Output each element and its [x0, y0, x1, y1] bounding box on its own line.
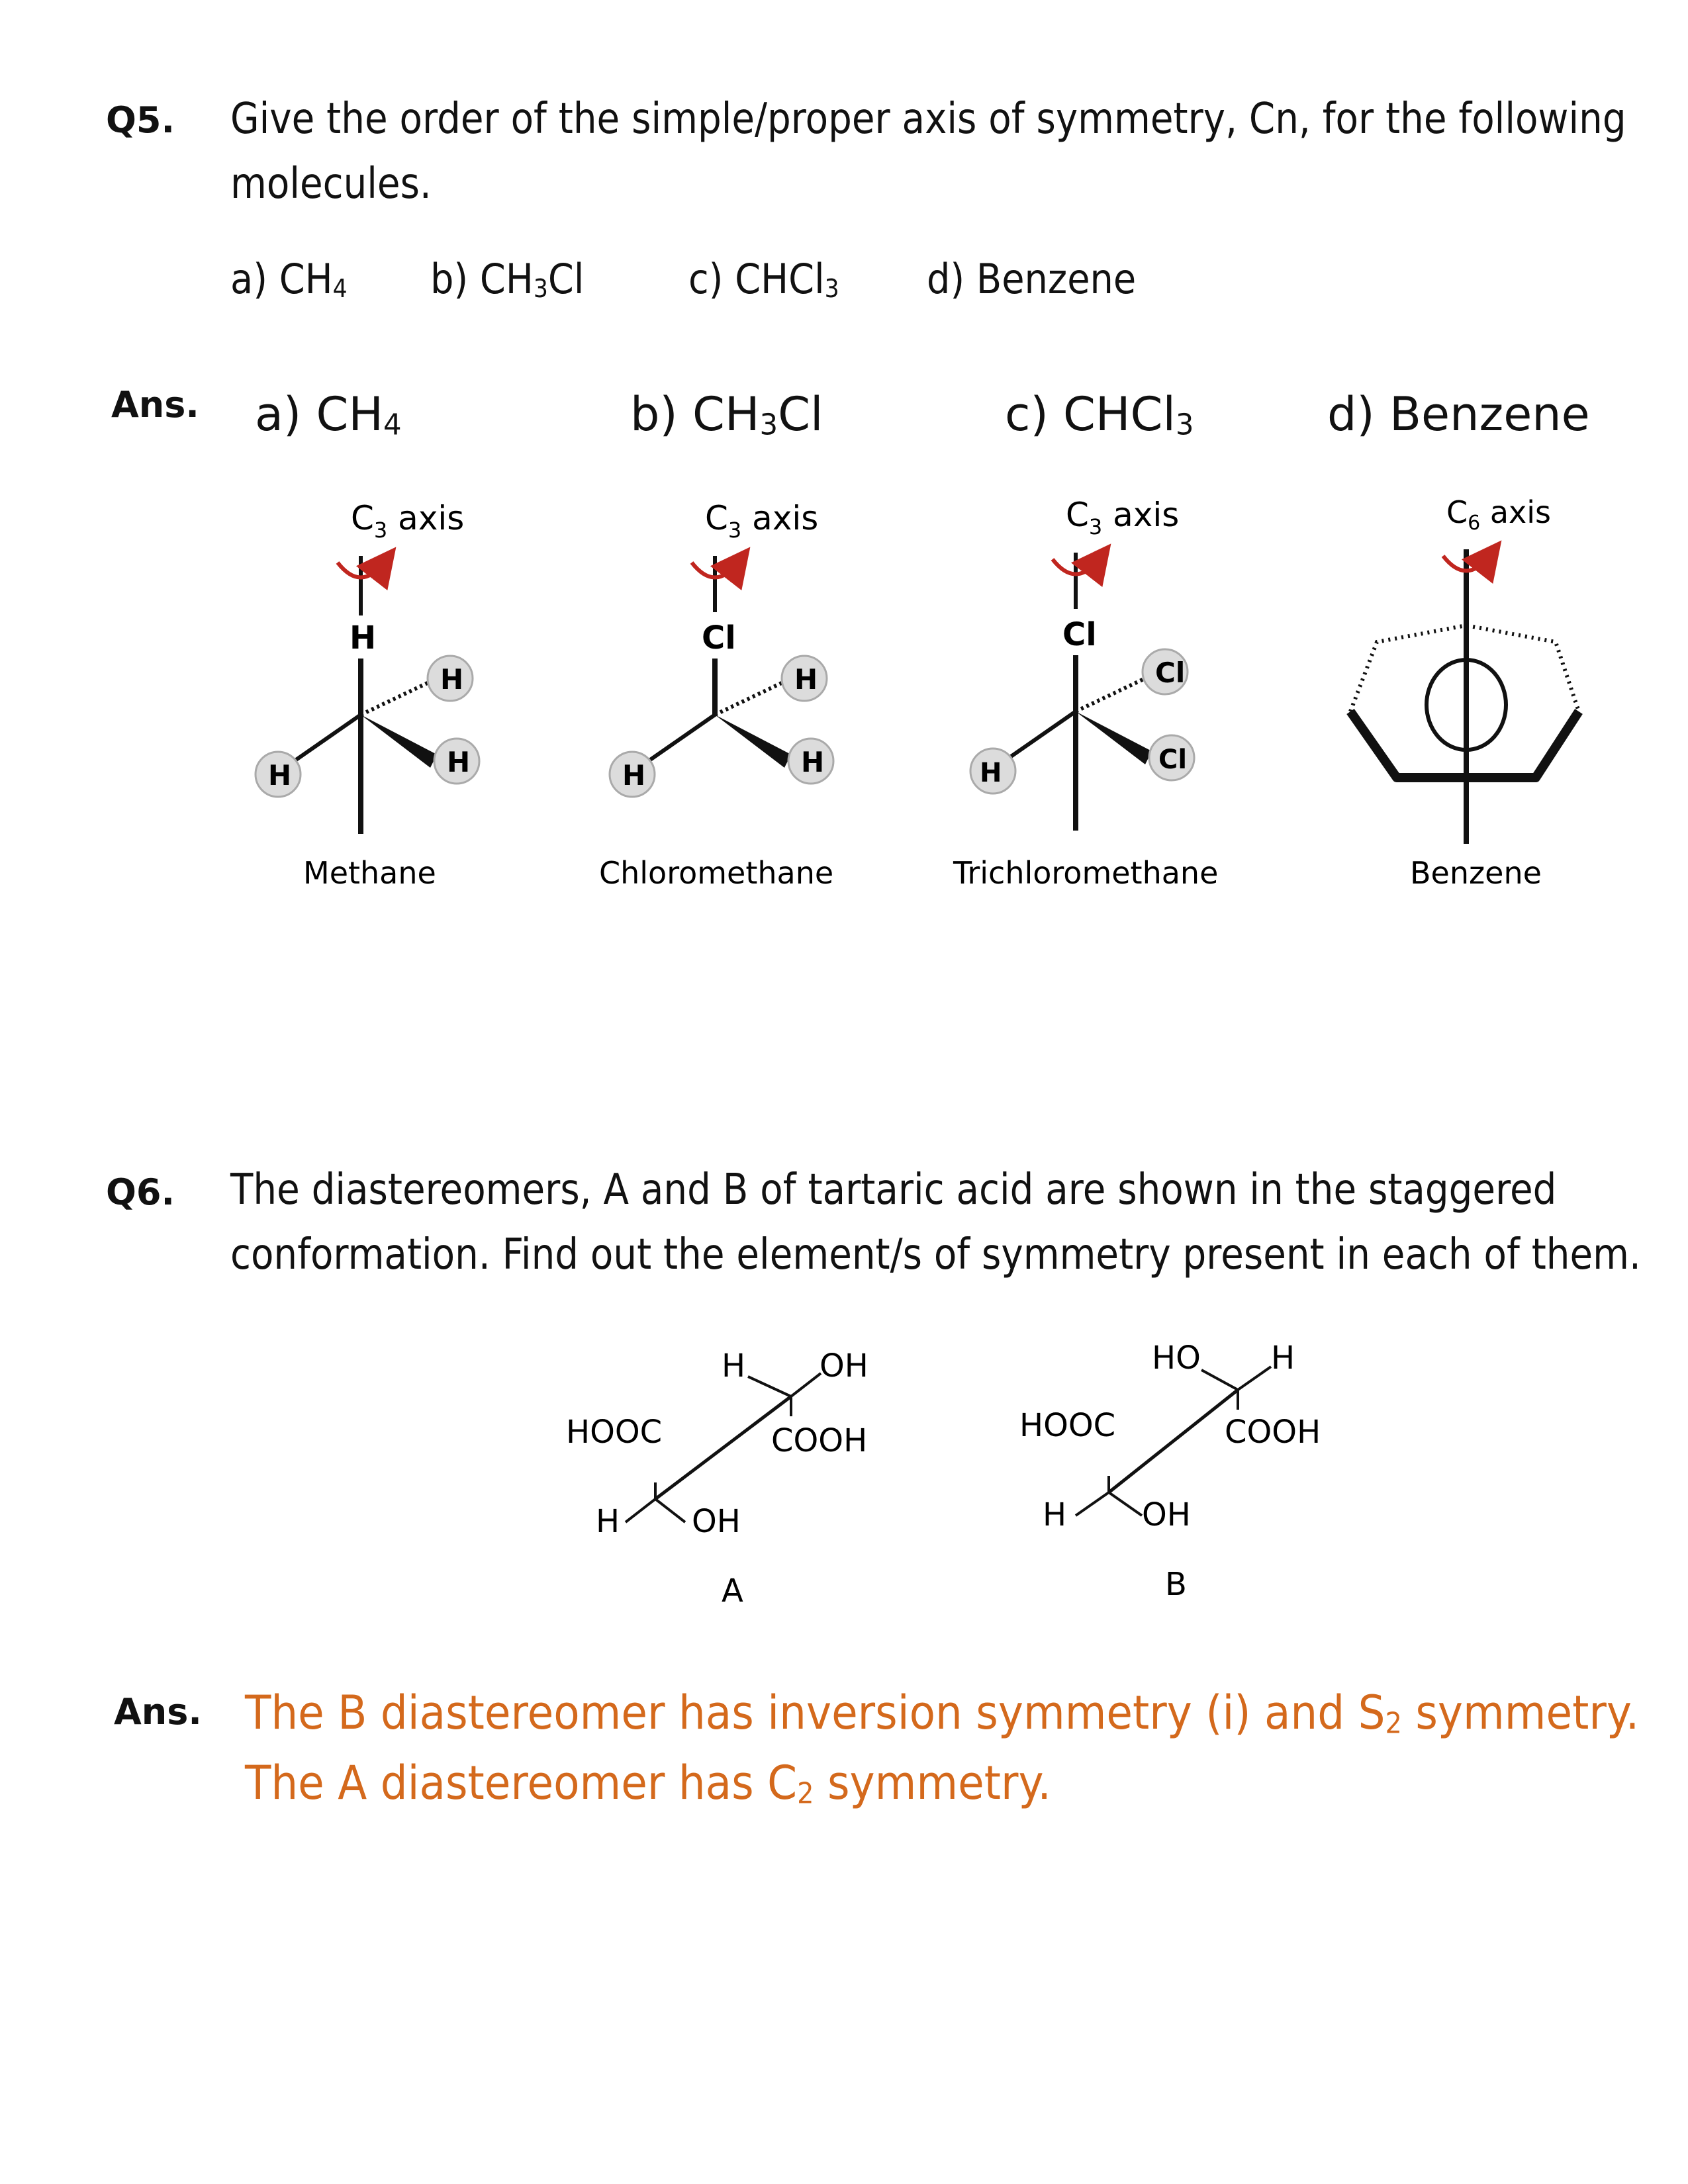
structure-b-bottom-right: OH	[1142, 1496, 1191, 1533]
structure-a-bottom-left: H	[596, 1503, 620, 1540]
chloromethane-diagram: C3 axis Cl H H H	[608, 499, 835, 798]
chloromethane-top-atom: Cl	[702, 619, 736, 657]
benzene-name: Benzene	[1410, 855, 1542, 891]
methane-diagram: C3 axis H H H H	[254, 499, 481, 834]
structure-a-front-left: HOOC	[566, 1414, 662, 1451]
q5-option-a: a) CH4	[230, 255, 348, 304]
trichloromethane-diagram: C3 axis Cl H Cl Cl	[969, 496, 1196, 831]
methane-atom-back	[426, 655, 474, 702]
chloromethane-bond-wedge	[715, 715, 791, 768]
trichloromethane-atom-left-label: H	[980, 758, 1002, 788]
methane-atom-left-label: H	[268, 759, 291, 792]
methane-atom-front	[433, 737, 481, 785]
ans5-option-d: d) Benzene	[1327, 387, 1590, 441]
methane-atom-front-label: H	[447, 746, 470, 778]
q6-number: Q6.	[106, 1171, 175, 1213]
chloromethane-axis-label: C3 axis	[705, 499, 818, 543]
structure-a-bond-top-right	[790, 1372, 822, 1398]
structure-a: H OH COOH HOOC H OH A	[566, 1347, 868, 1610]
chloromethane-atom-back	[780, 655, 828, 702]
ans6-line1: The B diastereomer has inversion symmetr…	[245, 1686, 1640, 1741]
structure-a-back-sub: COOH	[771, 1422, 867, 1459]
q5-text-line1: Give the order of the simple/proper axis…	[230, 95, 1626, 144]
benzene-axis-label: C6 axis	[1446, 494, 1551, 535]
methane-top-atom: H	[350, 619, 376, 657]
trichloromethane-atom-front-label: Cl	[1158, 745, 1187, 775]
structure-a-top-right: OH	[820, 1347, 868, 1385]
methane-atom-left	[254, 751, 302, 798]
trichloromethane-name: Trichloromethane	[953, 855, 1218, 891]
methane-rotation-arrow-icon	[336, 547, 397, 591]
trichloromethane-rotation-arrow-icon	[1051, 543, 1111, 588]
trichloromethane-atom-left	[969, 747, 1017, 795]
molecule-diagrams: C3 axis H H H H C3 axis Cl H H H C3 axis	[254, 494, 1583, 891]
trichloromethane-atom-back-label: Cl	[1155, 657, 1185, 689]
structure-a-top-left: H	[722, 1347, 745, 1385]
q5-option-c: c) CHCl3	[688, 255, 839, 304]
structure-b-top-right: H	[1271, 1340, 1295, 1377]
chloromethane-bond-dashed	[714, 680, 786, 717]
chloromethane-atom-front	[787, 737, 835, 785]
chloromethane-atom-back-label: H	[794, 663, 818, 696]
trichloromethane-top-atom: Cl	[1062, 616, 1097, 653]
ans5-option-b: b) CH3Cl	[630, 387, 823, 442]
structure-b-bond-top-right	[1237, 1365, 1272, 1391]
trichloromethane-atom-front	[1148, 734, 1196, 782]
q5-text-line2: molecules.	[230, 159, 432, 208]
q6-text-line2: conformation. Find out the element/s of …	[230, 1230, 1641, 1279]
benzene-ring-front-edges	[1346, 708, 1583, 782]
structure-b-bond-top-left	[1201, 1369, 1239, 1391]
structure-b-c-c-bond	[1107, 1388, 1239, 1494]
chloromethane-rotation-arrow-icon	[690, 547, 751, 591]
benzene-diagram: C6 axis	[1346, 494, 1583, 844]
structure-a-label: A	[722, 1572, 743, 1610]
chloromethane-atom-front-label: H	[801, 746, 824, 778]
ans5-option-a: a) CH4	[255, 387, 402, 442]
q5-option-d: d) Benzene	[927, 255, 1137, 303]
benzene-rotation-arrow-icon	[1441, 540, 1502, 584]
methane-atom-back-label: H	[440, 663, 463, 696]
structure-b-bond-bottom-left	[1074, 1491, 1110, 1517]
ans5-label: Ans.	[111, 384, 199, 426]
structure-a-bond-top-left	[747, 1375, 792, 1398]
structure-a-bottom-right: OH	[692, 1503, 741, 1540]
structure-b-front-left: HOOC	[1019, 1407, 1115, 1444]
tartaric-acid-structures: H OH COOH HOOC H OH A HO H COOH HOOC H O…	[566, 1340, 1321, 1610]
trichloromethane-bond-wedge	[1076, 711, 1152, 764]
benzene-ring-circle	[1425, 658, 1508, 752]
q5-number: Q5.	[106, 99, 175, 141]
structure-b-top-left: HO	[1152, 1340, 1201, 1377]
structure-b-back-sub: COOH	[1225, 1414, 1321, 1451]
structure-b-label: B	[1165, 1566, 1187, 1603]
structure-a-c-c-bond	[654, 1395, 792, 1500]
structure-b-bond-bottom-right	[1107, 1491, 1143, 1517]
structure-b: HO H COOH HOOC H OH B	[1019, 1340, 1321, 1603]
trichloromethane-axis-label: C3 axis	[1066, 496, 1179, 539]
methane-bond-left	[283, 713, 362, 770]
ans6-line2: The A diastereomer has C2 symmetry.	[245, 1756, 1051, 1811]
structure-a-bond-bottom-right	[654, 1498, 686, 1524]
chloromethane-name: Chloromethane	[599, 855, 833, 891]
trichloromethane-bond-left	[998, 709, 1077, 766]
chloromethane-atom-left-label: H	[622, 759, 645, 792]
trichloromethane-atom-back	[1141, 648, 1189, 696]
methane-name: Methane	[303, 855, 436, 891]
methane-bond-dashed	[359, 680, 432, 717]
chloromethane-atom-left	[608, 751, 656, 798]
structure-a-bond-bottom-left	[624, 1498, 657, 1524]
q5-option-b: b) CH3Cl	[430, 255, 585, 304]
trichloromethane-bond-dashed	[1074, 676, 1147, 713]
ans5-option-c: c) CHCl3	[1005, 387, 1194, 442]
methane-bond-wedge	[361, 715, 437, 768]
q6-text-line1: The diastereomers, A and B of tartaric a…	[230, 1165, 1557, 1214]
chloromethane-bond-left	[637, 713, 716, 770]
methane-axis-label: C3 axis	[351, 499, 464, 543]
ans6-label: Ans.	[114, 1691, 202, 1733]
structure-b-bottom-left: H	[1043, 1496, 1066, 1533]
